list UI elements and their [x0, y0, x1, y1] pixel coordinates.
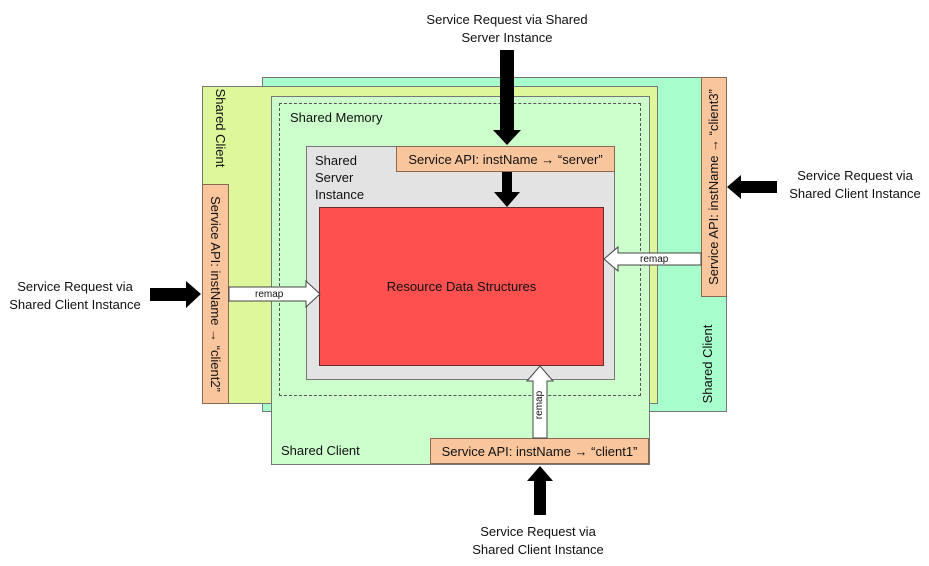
top-caption: Service Request via Shared Server Instan…: [400, 11, 614, 47]
bottom-caption-line2: Shared Client Instance: [472, 542, 604, 557]
server-api-box: Service API: instName → “server”: [396, 146, 615, 172]
resource-data-structures: Resource Data Structures: [319, 207, 604, 366]
bottom-request-arrow: [527, 466, 553, 515]
shared-server-label-line2: Server: [315, 170, 354, 185]
bottom-remap-label: remap: [534, 390, 545, 420]
shared-memory-label: Shared Memory: [290, 110, 383, 125]
resource-label: Resource Data Structures: [386, 279, 537, 294]
bottom-caption-line1: Service Request via: [480, 524, 596, 539]
right-caption: Service Request via Shared Client Instan…: [777, 167, 929, 203]
right-caption-line2: Shared Client Instance: [789, 186, 921, 201]
left-caption: Service Request via Shared Client Instan…: [0, 278, 150, 314]
right-remap-arrow: [603, 245, 702, 273]
shared-server-label-line3: Instance: [315, 187, 365, 202]
client1-api-box: Service API: instName → “client1”: [430, 438, 649, 464]
left-remap-arrow: [228, 279, 321, 309]
shared-server-label-line1: Shared: [315, 153, 357, 168]
top-caption-line1: Service Request via Shared: [426, 12, 588, 27]
top-request-arrow: [493, 50, 521, 145]
bottom-caption: Service Request via Shared Client Instan…: [462, 523, 614, 559]
left-request-arrow: [150, 281, 201, 308]
top-caption-line2: Server Instance: [461, 30, 553, 45]
client2-api-box: [202, 184, 229, 404]
bottom-remap-arrow: [525, 365, 555, 439]
shared-client-bottom-label: Shared Client: [281, 443, 360, 458]
right-request-arrow: [727, 175, 777, 199]
client3-api-box: [701, 77, 727, 297]
left-remap-label: remap: [255, 289, 284, 300]
right-caption-line1: Service Request via: [797, 168, 913, 183]
server-to-resource-arrow: [494, 172, 520, 207]
left-caption-line2: Shared Client Instance: [9, 297, 141, 312]
shared-memory-region: [279, 103, 641, 396]
left-caption-line1: Service Request via: [17, 279, 133, 294]
right-remap-label: remap: [640, 254, 669, 265]
